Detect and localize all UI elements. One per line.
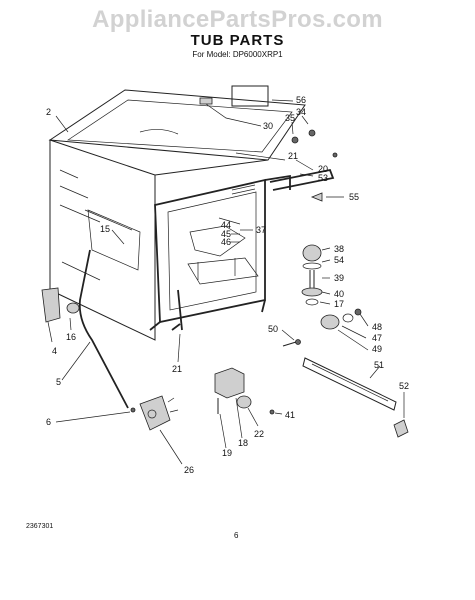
- model-subtitle: For Model: DP6000XRP1: [192, 50, 283, 59]
- callout-label: 49: [372, 344, 382, 354]
- callout-label: 2: [46, 107, 51, 117]
- part-51-rail-slot: [311, 363, 389, 402]
- callout-label: 52: [399, 381, 409, 391]
- callout-label: 4: [52, 346, 57, 356]
- callout-label: 50: [268, 324, 278, 334]
- part-18-housing: [214, 367, 245, 399]
- part-16-grommet: [66, 302, 80, 314]
- valve-assembly: [130, 395, 179, 431]
- callout-label: 51: [374, 360, 384, 370]
- part-52-clip: [393, 419, 409, 438]
- lower-gasket: [171, 289, 183, 331]
- part-26-valve: [139, 395, 171, 431]
- callout-label: 5: [56, 377, 61, 387]
- gasket-clip: [231, 184, 256, 195]
- tub-front-top-edge: [154, 159, 269, 176]
- tub-side-insulation: [87, 209, 141, 271]
- callout-label: 22: [254, 429, 264, 439]
- part-26-port: [147, 409, 157, 419]
- part-5-hose: [78, 249, 129, 409]
- part-54-washer: [302, 262, 322, 270]
- callout-label: 39: [334, 273, 344, 283]
- tub-top: [48, 89, 306, 161]
- part-22-gear: [236, 395, 252, 409]
- door-frame-ends: [149, 174, 291, 331]
- gasket-strip: [269, 168, 335, 191]
- callout-label: 20: [318, 164, 328, 174]
- callout-label: 38: [334, 244, 344, 254]
- callout-label: 6: [46, 417, 51, 427]
- part-20-screw: [332, 152, 338, 158]
- page-number: 6: [234, 531, 239, 540]
- callout-label: 53: [318, 173, 328, 183]
- callout-label: 18: [238, 438, 248, 448]
- callout-labels: 2 56 34 35 30 21 20 53 55 15 44 45 46 37…: [46, 95, 409, 475]
- part-35-screw: [291, 136, 299, 144]
- part-50-head: [295, 339, 301, 345]
- callout-label: 37: [256, 225, 266, 235]
- callout-label: 46: [221, 237, 231, 247]
- callout-label: 48: [372, 322, 382, 332]
- part-51-rail: [302, 357, 397, 411]
- inlet-fitting: [282, 308, 362, 347]
- part-47-nut: [320, 314, 340, 330]
- page-title: TUB PARTS: [190, 32, 285, 49]
- sump-housing: [189, 225, 246, 257]
- part-41-screw: [269, 409, 275, 415]
- callout-label: 54: [334, 255, 344, 265]
- callout-label: 21: [172, 364, 182, 374]
- callout-label: 15: [100, 224, 110, 234]
- motor-bracket: [214, 367, 275, 415]
- callout-label: 56: [296, 95, 306, 105]
- inner-floor: [187, 257, 259, 285]
- part-30-clip: [199, 97, 213, 105]
- part-48-washer: [354, 308, 362, 316]
- part-34-screw: [308, 129, 316, 137]
- part-6-fitting: [130, 407, 136, 413]
- part-stack: [301, 244, 323, 306]
- left-parts: [41, 249, 129, 409]
- callout-label: 55: [349, 192, 359, 202]
- watermark: AppliancePartsPros.com: [92, 6, 383, 33]
- door-frame-inner: [167, 191, 257, 311]
- leader-lines: [47, 99, 405, 465]
- tub-top-vent: [139, 129, 179, 135]
- callout-label: 41: [285, 410, 295, 420]
- part-40-collar: [301, 287, 323, 297]
- part-39-shaft: [309, 270, 315, 288]
- part-49-seal: [342, 313, 354, 323]
- tub-side-ribs: [59, 169, 133, 281]
- callout-label: 35: [285, 113, 295, 123]
- callout-label: 30: [263, 121, 273, 131]
- part-56-label: [231, 85, 269, 107]
- callout-label: 17: [334, 299, 344, 309]
- callout-label: 21: [288, 151, 298, 161]
- part-17-washer: [305, 298, 319, 306]
- callout-label: 45: [221, 229, 231, 239]
- part-38-cap: [302, 244, 322, 262]
- part-50-bolt: [282, 341, 297, 347]
- part-4-bracket: [41, 287, 61, 323]
- door-frame: [154, 178, 266, 324]
- callout-label: 19: [222, 448, 232, 458]
- callout-label: 47: [372, 333, 382, 343]
- part-55-bracket: [310, 192, 323, 202]
- callout-label: 26: [184, 465, 194, 475]
- tub-assembly: [48, 89, 335, 341]
- callout-label: 40: [334, 289, 344, 299]
- callout-label: 16: [66, 332, 76, 342]
- tub-side: [49, 139, 156, 341]
- callout-label: 44: [221, 220, 231, 230]
- callout-label: 34: [296, 107, 306, 117]
- tub-top-inner: [66, 99, 293, 153]
- part-26-terminals: [167, 397, 179, 413]
- document-code: 2367301: [26, 523, 54, 530]
